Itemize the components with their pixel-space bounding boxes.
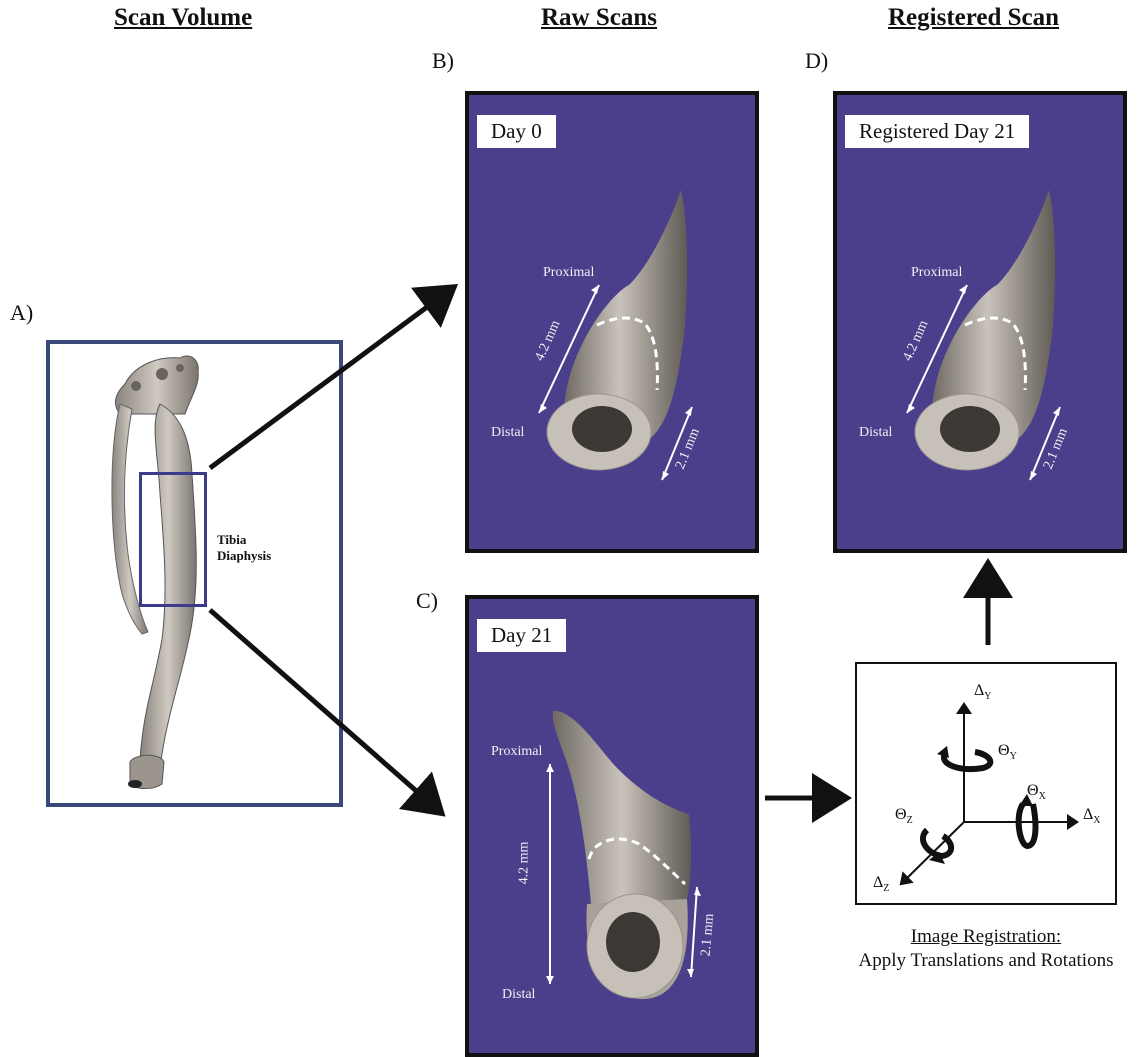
delta-y-symbol: Δ — [974, 682, 984, 699]
theta-x-label: ΘX — [1027, 782, 1046, 802]
bone-segment-day21 — [469, 599, 755, 1053]
day21-distal-label: Distal — [502, 987, 535, 1003]
theta-x-symbol: Θ — [1027, 782, 1039, 799]
delta-x-sub: X — [1093, 815, 1100, 826]
registration-caption-body: Apply Translations and Rotations — [830, 949, 1140, 973]
registered-proximal-label: Proximal — [911, 265, 962, 281]
delta-z-sub: Z — [883, 883, 889, 894]
theta-y-label: ΘY — [998, 742, 1017, 762]
registration-axes-box: ΔY ΘY ΘX ΔX ΘZ ΔZ — [855, 662, 1117, 905]
bone-segment-day0 — [469, 95, 755, 549]
delta-x-symbol: Δ — [1083, 806, 1093, 823]
registration-caption-title: Image Registration: — [830, 925, 1140, 949]
day21-long-dimension: 4.2 mm — [516, 842, 532, 885]
registered-distal-label: Distal — [859, 425, 892, 441]
delta-z-label: ΔZ — [873, 874, 889, 894]
theta-z-sub: Z — [907, 815, 913, 826]
scan-day0: Day 0 Proximal Distal 4.2 mm 2.1 mm — [465, 91, 759, 553]
registration-caption: Image Registration: Apply Translations a… — [830, 925, 1140, 973]
theta-y-sub: Y — [1010, 751, 1017, 762]
day0-distal-label: Distal — [491, 425, 524, 441]
theta-x-sub: X — [1039, 791, 1046, 802]
day0-proximal-label: Proximal — [543, 265, 594, 281]
arrow-to-day0 — [210, 290, 450, 468]
scan-registered-day21: Registered Day 21 Proximal Distal 4.2 mm… — [833, 91, 1127, 553]
delta-x-label: ΔX — [1083, 806, 1101, 826]
theta-z-label: ΘZ — [895, 806, 913, 826]
arrow-to-day21 — [210, 610, 438, 810]
scan-day21: Day 21 Proximal Distal 4.2 mm 2.1 mm — [465, 595, 759, 1057]
bone-segment-registered — [837, 95, 1123, 549]
theta-y-symbol: Θ — [998, 742, 1010, 759]
delta-z-symbol: Δ — [873, 874, 883, 891]
delta-y-sub: Y — [984, 691, 991, 702]
day21-proximal-label: Proximal — [491, 744, 542, 760]
delta-y-label: ΔY — [974, 682, 992, 702]
theta-z-symbol: Θ — [895, 806, 907, 823]
